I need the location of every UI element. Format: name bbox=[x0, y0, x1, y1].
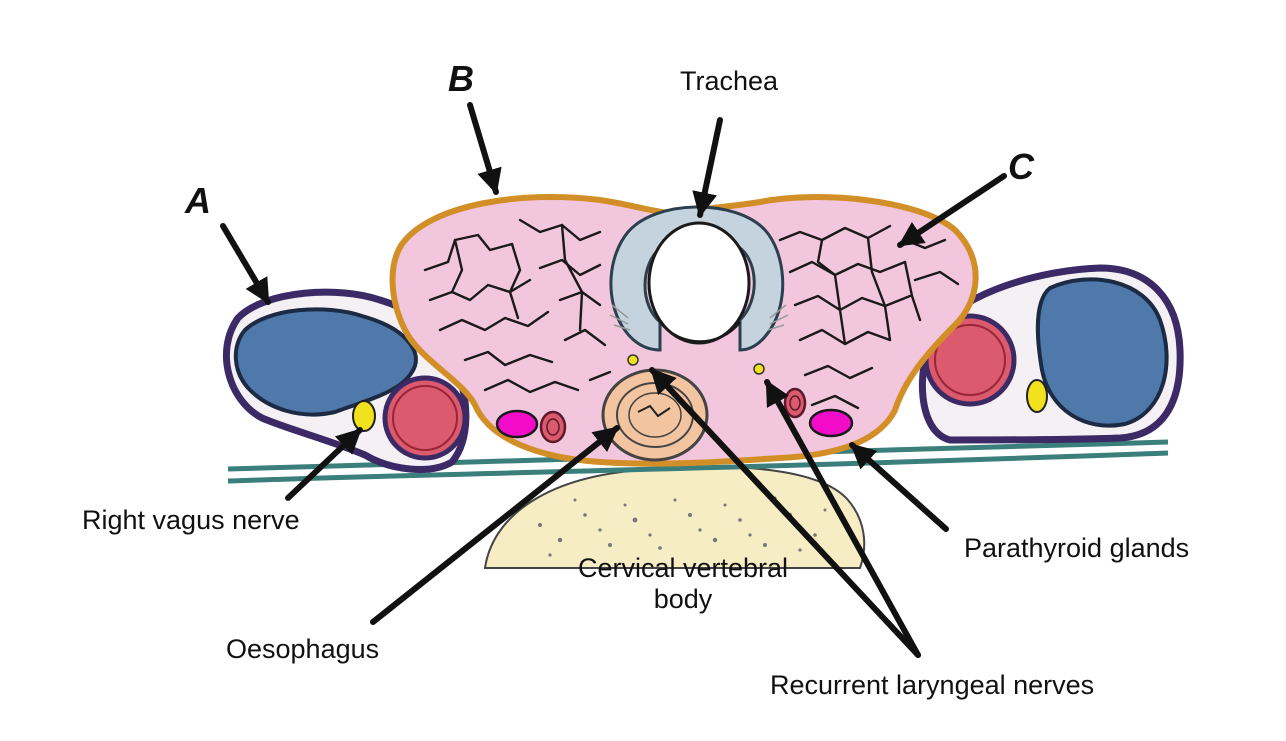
left-vagus-nerve bbox=[1026, 379, 1048, 413]
right-vagus-nerve bbox=[352, 400, 376, 432]
inferior-thyroid-vessel-left bbox=[539, 410, 567, 444]
internal-jugular-vein-left bbox=[233, 307, 418, 417]
inferior-thyroid-vessel-right bbox=[783, 387, 807, 419]
label-trachea: Trachea bbox=[680, 66, 779, 96]
right-carotid-sheath bbox=[918, 264, 1184, 444]
recurrent-laryngeal-nerve-left bbox=[753, 363, 765, 375]
parathyroid-gland-right bbox=[808, 408, 854, 438]
label-cervical-line-1: Cervical vertebral bbox=[577, 553, 789, 583]
label-recurrent-laryngeal-nerves: Recurrent laryngeal nerves bbox=[770, 670, 1095, 700]
label-right-vagus-nerve: Right vagus nerve bbox=[82, 505, 300, 535]
common-carotid-artery-left bbox=[382, 375, 468, 461]
label-cervical-vertebral-body: Cervical vertebral body bbox=[555, 553, 811, 615]
internal-jugular-vein-right bbox=[1035, 277, 1169, 428]
label-parathyroid-glands: Parathyroid glands bbox=[964, 533, 1190, 563]
arrow-icon bbox=[220, 102, 1007, 658]
letter-c: C bbox=[1008, 146, 1034, 187]
letter-b: B bbox=[448, 58, 474, 99]
recurrent-laryngeal-nerve-right bbox=[627, 354, 639, 366]
parathyroid-gland-left bbox=[495, 409, 539, 439]
label-oesophagus: Oesophagus bbox=[226, 634, 380, 664]
label-cervical-line-2: body bbox=[653, 584, 713, 615]
trachea bbox=[609, 205, 789, 352]
letter-a: A bbox=[185, 180, 211, 221]
